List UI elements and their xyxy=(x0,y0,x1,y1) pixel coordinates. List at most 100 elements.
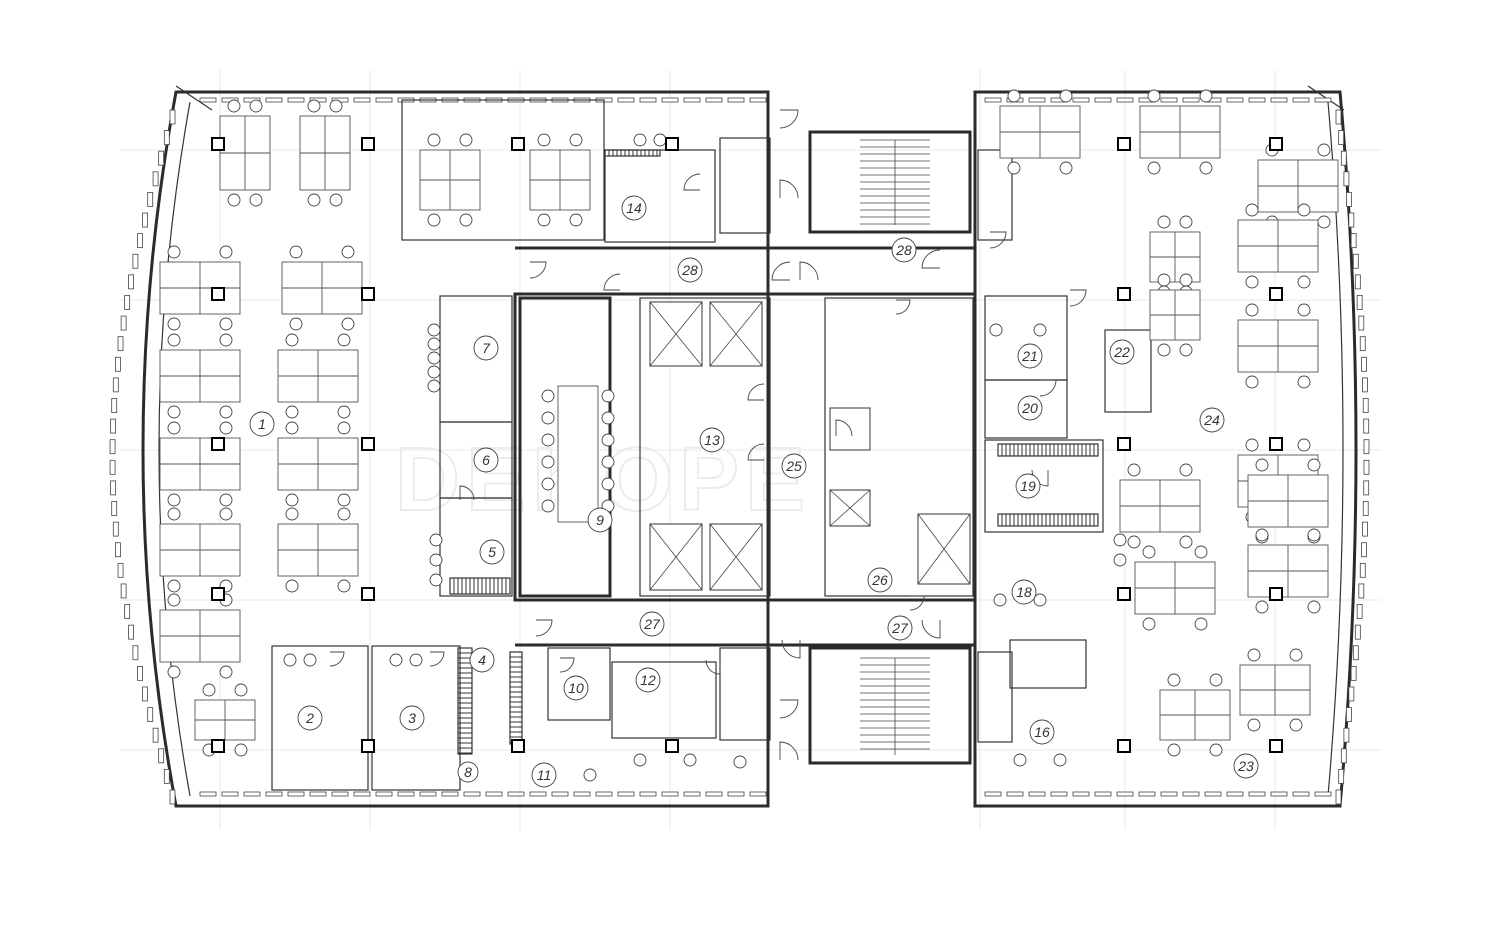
office-chair xyxy=(1247,648,1261,662)
window-pane xyxy=(152,171,159,187)
window-pane xyxy=(1248,791,1266,797)
window-pane xyxy=(124,295,131,310)
office-chair xyxy=(1053,753,1067,767)
window-pane xyxy=(111,501,118,516)
window-pane xyxy=(1362,521,1368,537)
window-pane xyxy=(1338,768,1345,784)
office-chair xyxy=(1289,648,1303,662)
office-chair xyxy=(601,411,615,425)
office-chair xyxy=(289,317,303,331)
office-chair xyxy=(541,433,555,447)
svg-text:2: 2 xyxy=(305,710,314,726)
window-pane xyxy=(1359,336,1366,352)
column xyxy=(1117,287,1131,301)
window-pane xyxy=(221,791,239,797)
window-pane xyxy=(1182,97,1200,103)
door-swing xyxy=(921,249,941,269)
window-pane xyxy=(617,97,635,103)
window-pane xyxy=(1226,97,1244,103)
room-label-5: 5 xyxy=(479,539,505,565)
room-label-27b: 27 xyxy=(887,615,913,641)
office-chair xyxy=(329,193,343,207)
room-label-28b: 28 xyxy=(891,237,917,263)
office-chair xyxy=(1307,458,1321,472)
window-pane xyxy=(120,583,127,599)
office-chair xyxy=(1113,533,1127,547)
window-pane xyxy=(137,233,143,249)
column xyxy=(211,739,225,753)
column xyxy=(211,137,225,151)
window-pane xyxy=(1362,398,1369,413)
office-chair xyxy=(1289,718,1303,732)
office-chair xyxy=(1245,203,1259,217)
office-chair xyxy=(167,317,181,331)
svg-text:26: 26 xyxy=(871,572,888,588)
window-pane xyxy=(1340,150,1347,166)
office-chair xyxy=(1033,323,1047,337)
office-chair xyxy=(429,553,443,567)
office-chair xyxy=(1142,545,1156,559)
office-chair xyxy=(427,351,441,365)
window-pane xyxy=(1354,274,1361,290)
office-chair xyxy=(541,477,555,491)
door-swing xyxy=(329,651,345,667)
office-chair xyxy=(1059,89,1073,103)
door-swing xyxy=(779,179,799,199)
svg-text:3: 3 xyxy=(408,710,416,726)
window-pane xyxy=(1028,791,1046,797)
office-chair xyxy=(429,533,443,547)
window-pane xyxy=(573,791,591,797)
window-pane xyxy=(1226,791,1244,797)
window-pane xyxy=(109,459,116,475)
office-chair xyxy=(1007,161,1021,175)
svg-text:22: 22 xyxy=(1113,344,1130,360)
window-pane xyxy=(1006,791,1024,797)
window-pane xyxy=(109,439,116,455)
column xyxy=(511,137,525,151)
window-pane xyxy=(1343,727,1350,743)
office-chair xyxy=(683,753,697,767)
office-chair xyxy=(219,665,233,679)
window-pane xyxy=(1335,789,1342,805)
window-pane xyxy=(1346,192,1352,207)
svg-text:16: 16 xyxy=(1034,724,1050,740)
window-pane xyxy=(117,336,124,352)
office-chair xyxy=(219,405,233,419)
office-chair xyxy=(989,323,1003,337)
door-swing xyxy=(429,651,445,667)
office-chair xyxy=(167,421,181,435)
office-chair xyxy=(1245,438,1259,452)
office-chair xyxy=(167,405,181,419)
elevator-shafts xyxy=(649,301,971,591)
office-chair xyxy=(601,433,615,447)
svg-text:27: 27 xyxy=(891,620,909,636)
window-pane xyxy=(132,645,139,661)
window-pane xyxy=(1116,97,1134,103)
door-swing xyxy=(781,639,801,659)
office-chair xyxy=(537,213,551,227)
window-pane xyxy=(163,130,170,146)
door-swing xyxy=(459,485,475,501)
window-pane xyxy=(163,768,170,784)
window-pane xyxy=(1352,645,1359,661)
room-label-23: 23 xyxy=(1233,753,1259,779)
office-chair xyxy=(569,213,583,227)
door-swing xyxy=(989,231,1007,249)
svg-text:6: 6 xyxy=(482,452,490,468)
window-pane xyxy=(1358,315,1365,331)
office-chair xyxy=(234,743,248,757)
door-swing xyxy=(1039,379,1057,397)
window-pane xyxy=(1160,791,1178,797)
column xyxy=(1117,437,1131,451)
door-swing xyxy=(835,419,853,437)
window-pane xyxy=(529,791,547,797)
window-pane xyxy=(1340,748,1347,764)
door-swing xyxy=(559,657,575,673)
office-chair xyxy=(167,493,181,507)
window-pane xyxy=(1292,97,1310,103)
svg-text:28: 28 xyxy=(895,242,912,258)
office-chair xyxy=(341,317,355,331)
svg-text:19: 19 xyxy=(1020,478,1036,494)
office-chair xyxy=(249,193,263,207)
